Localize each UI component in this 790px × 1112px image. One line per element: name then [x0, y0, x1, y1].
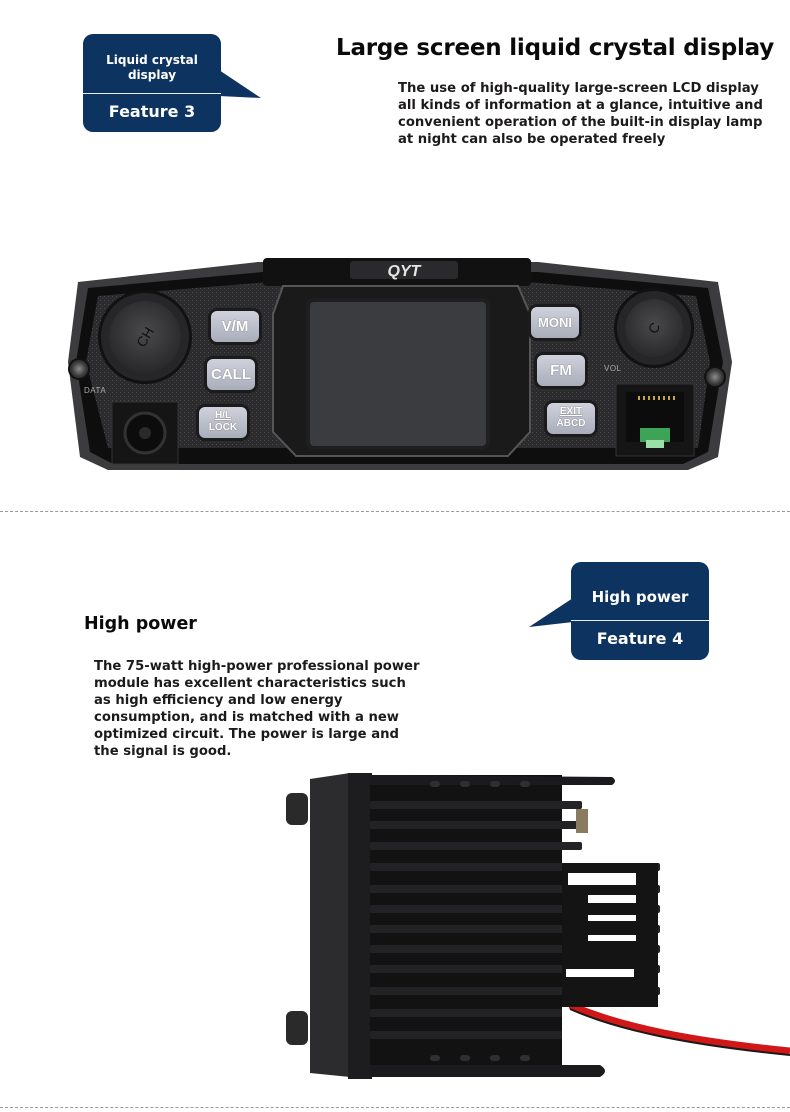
feature-4-badge-label: High power [591, 588, 689, 606]
feature-4-number: Feature 4 [596, 629, 684, 648]
hl-lock-button[interactable]: H/L LOCK [196, 404, 250, 441]
speech-tail-icon [219, 70, 261, 98]
lock-label: LOCK [208, 422, 238, 433]
feature-3-number: Feature 3 [108, 102, 196, 121]
feature-3-description: The use of high-quality large-screen LCD… [398, 81, 763, 147]
volume-knob-label: C [644, 319, 664, 337]
exit-abcd-button[interactable]: EXIT ABCD [544, 400, 598, 437]
badge-label-line-2: display [127, 68, 177, 82]
feature-3-title: Large screen liquid crystal display [336, 35, 775, 61]
left-screw-icon [68, 358, 90, 380]
channel-knob[interactable]: CH [98, 290, 192, 384]
abcd-label: ABCD [556, 418, 586, 429]
feature-3-badge-label: Liquid crystal display [83, 53, 221, 83]
feature-4-title: High power [84, 614, 197, 634]
speech-tail-icon [529, 598, 573, 627]
badge-label-line-1: Liquid crystal [106, 53, 198, 67]
volume-knob[interactable]: C [614, 288, 694, 368]
volume-label: VOL [604, 364, 622, 373]
right-screw-icon [704, 366, 726, 388]
radio-front-panel-image: QYT CH C DATA VOL V/M CALL H/L LOCK MON [68, 252, 732, 474]
channel-knob-label: CH [133, 324, 157, 350]
fm-button[interactable]: FM [534, 352, 588, 389]
exit-label: EXIT [559, 406, 583, 417]
vm-button[interactable]: V/M [208, 308, 262, 345]
hl-label: H/L [214, 410, 232, 421]
heatsink-image [286, 773, 790, 1079]
data-port-label: DATA [84, 386, 107, 395]
moni-button[interactable]: MONI [528, 304, 582, 341]
feature-3-badge: Liquid crystal display Feature 3 [83, 34, 261, 132]
feature-4-description: The 75-watt high-power professional powe… [94, 659, 420, 759]
badge-divider [83, 93, 221, 94]
feature-4-badge: High power Feature 4 [529, 562, 709, 660]
svg-text:QYT: QYT [388, 263, 422, 280]
section-divider-bottom [0, 1107, 790, 1108]
section-divider [0, 511, 790, 512]
call-button[interactable]: CALL [204, 356, 258, 393]
badge-divider [571, 620, 709, 621]
